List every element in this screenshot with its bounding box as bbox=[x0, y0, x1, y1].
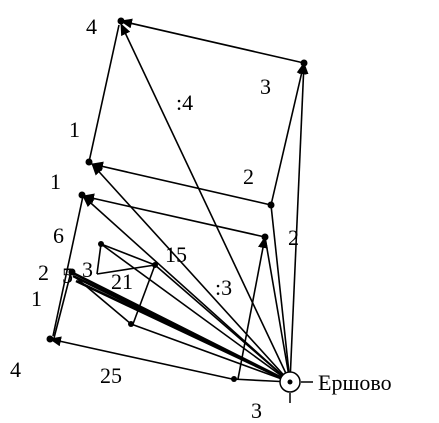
label-5: 1 bbox=[50, 169, 61, 194]
edge-node-1b-to-node-4 bbox=[52, 195, 84, 337]
edge-node-1a-to-top-left bbox=[88, 24, 120, 163]
label-2: 3 bbox=[260, 74, 271, 99]
edge-origin-to-node-5c bbox=[75, 279, 291, 384]
label-17: 3 bbox=[251, 398, 262, 423]
node-2a bbox=[267, 201, 275, 209]
label-16: 25 bbox=[100, 363, 122, 388]
label-15: 4 bbox=[10, 357, 21, 382]
edge-origin-to-node-2b bbox=[264, 236, 291, 383]
node-2b bbox=[261, 233, 269, 241]
edge-origin-to-node-15 bbox=[154, 264, 291, 383]
label-9: 2 bbox=[38, 260, 49, 285]
edge-bottom-left-to-node-4 bbox=[49, 336, 233, 380]
node-21 bbox=[128, 321, 134, 327]
edge-node-5-to-node-21 bbox=[73, 275, 132, 325]
edge-origin-to-node-1a bbox=[91, 163, 291, 383]
label-8: 2 bbox=[288, 225, 299, 250]
edge-top-right-to-top-left bbox=[120, 18, 305, 64]
label-0: 4 bbox=[86, 14, 97, 39]
nodes bbox=[46, 17, 308, 382]
origin-node: Ершово bbox=[279, 370, 392, 403]
edge-node-15-to-node-21 bbox=[132, 264, 156, 325]
node-bottom bbox=[231, 376, 237, 382]
node-6 bbox=[98, 241, 104, 247]
label-13: 1 bbox=[31, 286, 42, 311]
node-15 bbox=[152, 262, 158, 268]
edge-node-2b-to-node-1b bbox=[82, 193, 266, 238]
node-1a bbox=[85, 158, 93, 166]
node-1b bbox=[78, 191, 86, 199]
label-7: 15 bbox=[165, 242, 187, 267]
label-11: 3 bbox=[82, 257, 93, 282]
edge-origin-to-node-1b bbox=[82, 195, 291, 383]
edge-bottom-to-node-2b bbox=[237, 236, 268, 380]
edge-origin-to-top-right bbox=[289, 62, 309, 383]
edge-node-6-to-node-5 bbox=[96, 243, 102, 275]
origin-label: Ершово bbox=[318, 370, 392, 395]
chain-edges bbox=[49, 18, 307, 380]
label-6: 6 bbox=[53, 223, 64, 248]
edge-node-4-to-node-5 bbox=[53, 271, 72, 339]
edge-origin-to-top-left bbox=[120, 23, 291, 383]
origin-dot bbox=[287, 379, 293, 385]
label-3: 1 bbox=[69, 117, 80, 142]
label-4: 2 bbox=[243, 164, 254, 189]
edge-origin-to-node-21 bbox=[130, 323, 291, 383]
label-1: :4 bbox=[176, 90, 193, 115]
edge-node-6-to-node-15 bbox=[100, 243, 156, 266]
node-top-left bbox=[117, 17, 125, 25]
label-12: 21 bbox=[111, 269, 133, 294]
edge-node-2a-to-node-1a bbox=[91, 161, 272, 206]
edge-origin-to-node-6 bbox=[100, 243, 291, 383]
edge-node-2a-to-top-right bbox=[270, 62, 307, 206]
edge-node-5-to-node-15 bbox=[96, 264, 156, 275]
label-10: 5 bbox=[62, 263, 73, 288]
node-4 bbox=[46, 335, 54, 343]
node-top-right bbox=[300, 59, 308, 67]
value-labels: 4 :4 3 1 2 1 6 15 2 2 5 3 21 1 :3 4 25 3 bbox=[10, 14, 299, 423]
label-14: :3 bbox=[215, 275, 232, 300]
edges bbox=[70, 23, 309, 384]
edge-origin-to-node-2a bbox=[270, 204, 291, 383]
node-5 bbox=[68, 268, 76, 276]
